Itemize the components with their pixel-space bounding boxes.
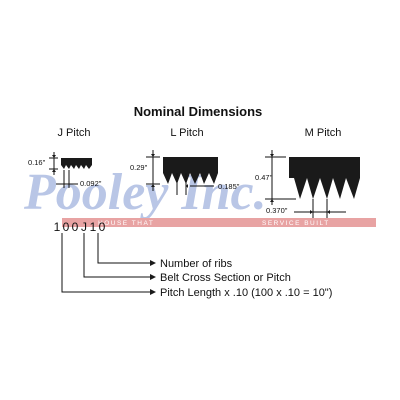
m-pitch-belt (289, 157, 360, 199)
legend-cross-section: Belt Cross Section or Pitch (160, 272, 291, 284)
code-char-6: 0 (99, 220, 106, 234)
leader-lines (61, 233, 156, 295)
leader-pitch (83, 233, 150, 278)
m-pitch-figure: M Pitch 0.47" 0.370" (255, 127, 360, 218)
j-pitch-belt (61, 158, 92, 169)
leader-pitch-arrow (150, 274, 156, 280)
legend-number-of-ribs: Number of ribs (160, 258, 233, 270)
watermark-band-left: HOUSE THAT (98, 220, 154, 227)
belt-code: 1 0 0 J 1 0 (54, 220, 106, 234)
j-pitch-value: 0.092" (80, 179, 102, 188)
j-height-arrow-bottom (52, 169, 56, 172)
code-char-5: 1 (90, 220, 97, 234)
code-char-2: 0 (63, 220, 70, 234)
m-height-arrow-bottom (270, 199, 274, 202)
leader-ribs-arrow (150, 260, 156, 266)
code-char-1: 1 (54, 220, 61, 234)
j-pitch-label: J Pitch (57, 127, 90, 139)
l-pitch-arrow (186, 184, 188, 188)
legend-pitch-length: Pitch Length x .10 (100 x .10 = 10") (160, 287, 332, 299)
l-pitch-figure: L Pitch 0.29" 0.185" (130, 127, 240, 195)
watermark-band-right: SERVICE BUILT (262, 220, 330, 227)
code-char-3: 0 (72, 220, 79, 234)
l-height-value: 0.29" (130, 163, 148, 172)
l-pitch-label: L Pitch (170, 127, 203, 139)
l-height-arrow-top (151, 154, 155, 157)
m-pitch-arrow-left (310, 210, 313, 214)
watermark-band (62, 218, 376, 227)
j-pitch-figure: J Pitch 0.16" 0.092" (28, 127, 102, 188)
watermark-text: Pooley Inc. (23, 164, 267, 221)
l-height-arrow-bottom (151, 184, 155, 187)
l-pitch-value: 0.185" (218, 182, 240, 191)
m-pitch-label: M Pitch (305, 127, 342, 139)
leader-ribs (97, 233, 150, 264)
m-height-value: 0.47" (255, 173, 273, 182)
diagram-title: Nominal Dimensions (134, 104, 263, 119)
m-height-arrow-top (270, 154, 274, 157)
leader-length-arrow (150, 289, 156, 295)
leader-length (61, 233, 150, 293)
code-char-4: J (81, 220, 87, 234)
j-height-arrow-top (52, 155, 56, 158)
m-pitch-value: 0.370" (266, 206, 288, 215)
j-height-value: 0.16" (28, 158, 46, 167)
m-pitch-arrow-right (327, 210, 330, 214)
